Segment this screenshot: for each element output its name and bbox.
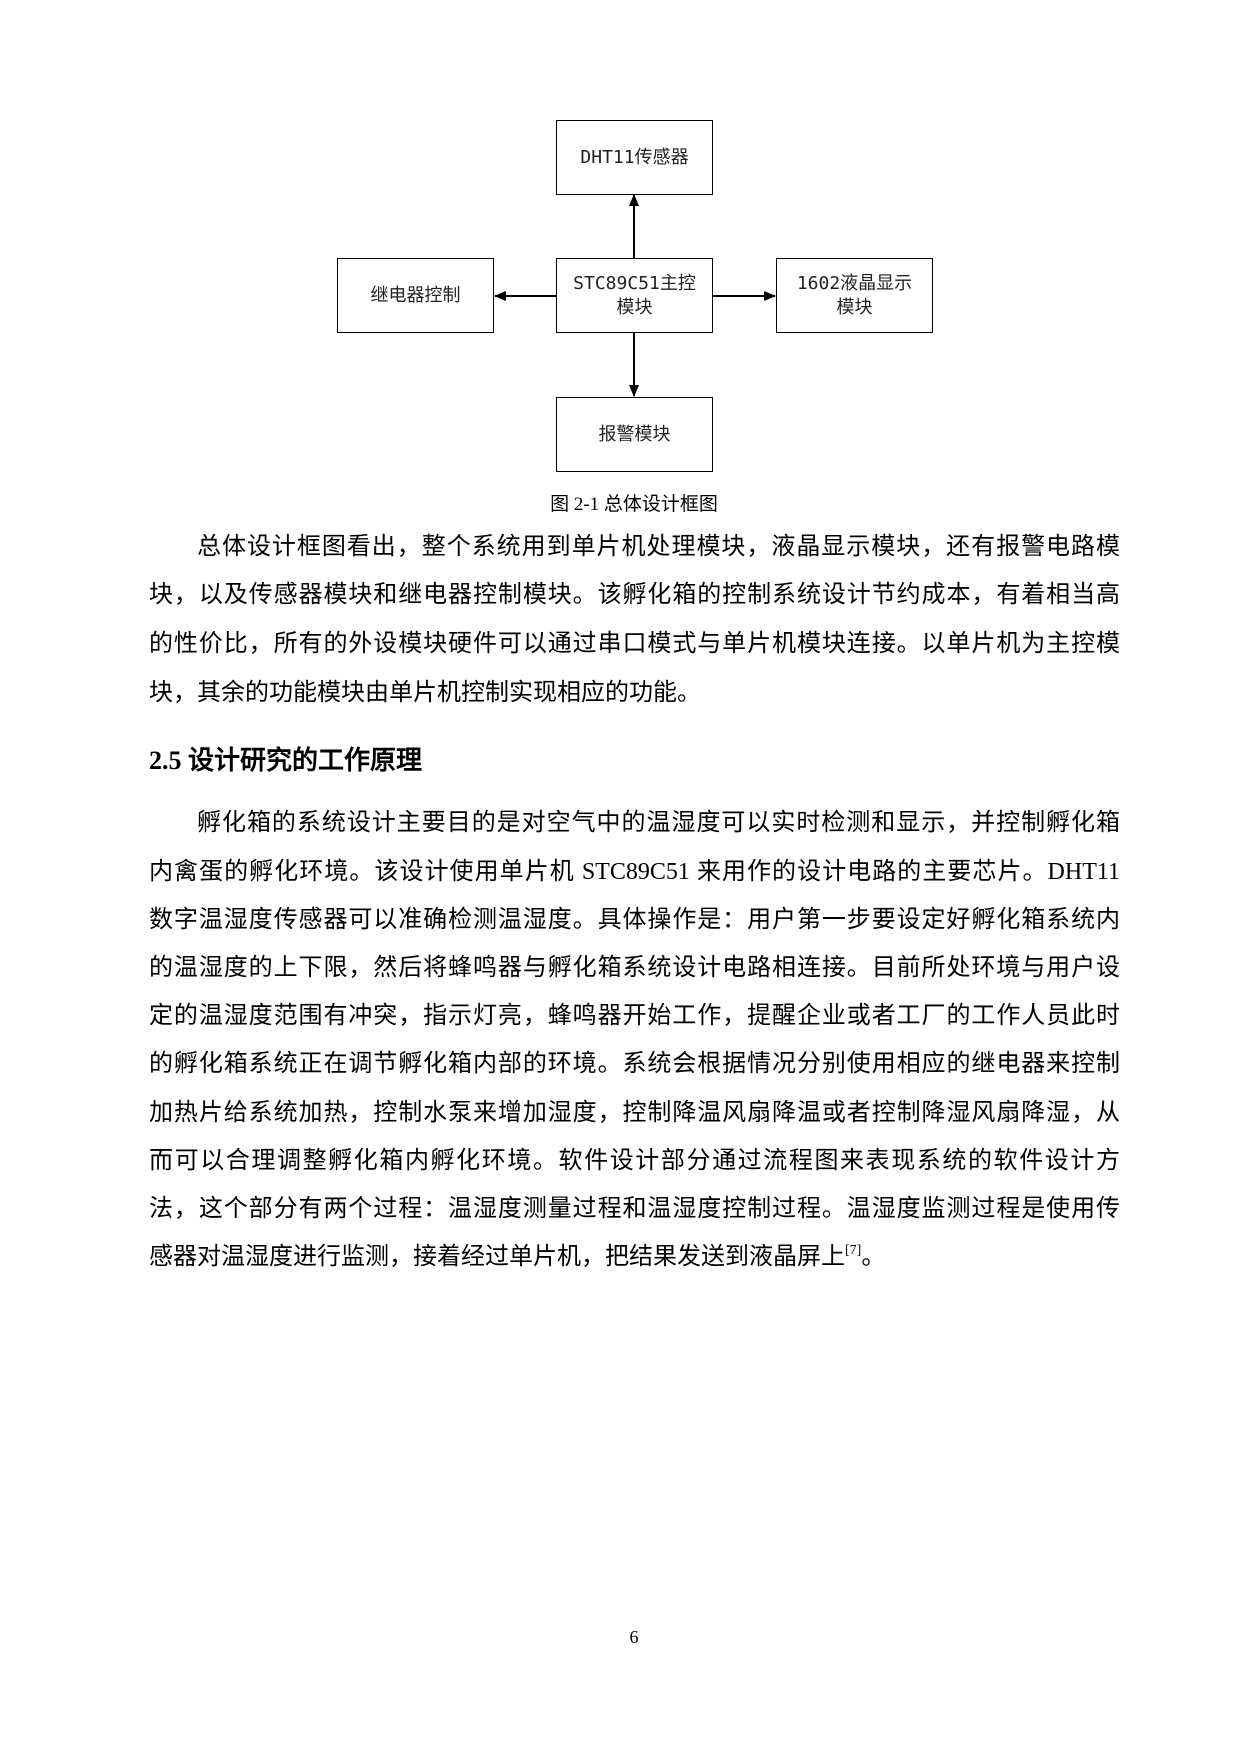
section-heading: 2.5 设计研究的工作原理: [149, 746, 423, 775]
mcu-label-line1: STC89C51主控: [573, 272, 696, 294]
mcu-box: STC89C51主控 模块: [556, 258, 713, 333]
paragraph-line: 孵化箱的系统设计主要目的是对空气中的温湿度可以实时检测和显示，并控制孵化箱: [197, 810, 1120, 836]
alarm-label: 报警模块: [598, 423, 671, 445]
relay-label: 继电器控制: [370, 284, 461, 306]
paragraph-line: 总体设计框图看出，整个系统用到单片机处理模块，液晶显示模块，还有报警电路模: [197, 534, 1120, 560]
paragraph-line: 的温湿度的上下限，然后将蜂鸣器与孵化箱系统设计电路相连接。目前所处环境与用户设: [149, 955, 1120, 981]
paragraph-line: 数字温湿度传感器可以准确检测温湿度。具体操作是：用户第一步要设定好孵化箱系统内: [149, 907, 1120, 933]
final-punctuation: 。: [861, 1244, 886, 1270]
citation: [7]: [845, 1243, 862, 1258]
paragraph-line: 块，其余的功能模块由单片机控制实现相应的功能。: [149, 680, 701, 706]
paragraph-line: 而可以合理调整孵化箱内孵化环境。软件设计部分通过流程图来表现系统的软件设计方: [149, 1148, 1120, 1174]
sensor-label: DHT11传感器: [580, 146, 689, 168]
paragraph-line-last: 感器对温湿度进行监测，接着经过单片机，把结果发送到液晶屏上[7]。: [149, 1242, 1120, 1272]
mcu-label-line2: 模块: [616, 296, 653, 318]
paragraph-line: 定的温湿度范围有冲突，指示灯亮，蜂鸣器开始工作，提醒企业或者工厂的工作人员此时: [149, 1003, 1120, 1029]
paragraph-text: 感器对温湿度进行监测，接着经过单片机，把结果发送到液晶屏上: [149, 1244, 845, 1270]
sensor-box: DHT11传感器: [556, 120, 713, 195]
paragraph-line: 的孵化箱系统正在调节孵化箱内部的环境。系统会根据情况分别使用相应的继电器来控制: [149, 1051, 1120, 1077]
paragraph-line: 加热片给系统加热，控制水泵来增加湿度，控制降温风扇降温或者控制降湿风扇降湿，从: [149, 1100, 1120, 1126]
relay-box: 继电器控制: [337, 258, 494, 333]
alarm-box: 报警模块: [556, 397, 713, 472]
paragraph-line: 内禽蛋的孵化环境。该设计使用单片机 STC89C51 来用作的设计电路的主要芯片…: [149, 859, 1120, 885]
lcd-label-line2: 模块: [836, 296, 873, 318]
lcd-label-line1: 1602液晶显示: [796, 272, 913, 294]
page-number: 6: [629, 1627, 639, 1647]
paragraph-line: 块，以及传感器模块和继电器控制模块。该孵化箱的控制系统设计节约成本，有着相当高: [149, 582, 1120, 608]
paragraph-line: 的性价比，所有的外设模块硬件可以通过串口模式与单片机模块连接。以单片机为主控模: [149, 631, 1120, 657]
figure-caption: 图 2-1 总体设计框图: [550, 494, 718, 515]
diagram-arrows: [494, 194, 776, 397]
lcd-box: 1602液晶显示 模块: [776, 258, 933, 333]
paragraph-line: 法，这个部分有两个过程：温湿度测量过程和温湿度控制过程。温湿度监测过程是使用传: [149, 1196, 1120, 1222]
